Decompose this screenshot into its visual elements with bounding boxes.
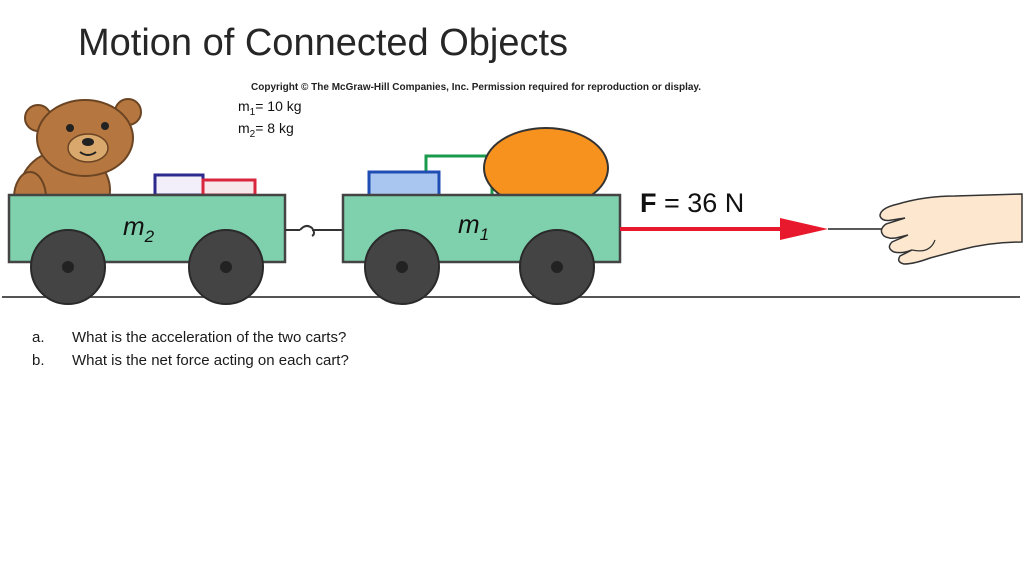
- wheel: [364, 229, 440, 305]
- left-box-red: [201, 178, 257, 197]
- mass-m2-symbol: m: [238, 120, 250, 136]
- right-box-blue: [367, 170, 441, 198]
- mass-m1-symbol: m: [238, 98, 250, 114]
- mass-m1-value: = 10 kg: [255, 98, 302, 114]
- hand-icon: [879, 193, 1023, 265]
- mass-m2-subscript: 2: [249, 128, 256, 140]
- question-letter: b.: [32, 352, 45, 369]
- mass-m1-label: m1= 10 kg: [238, 98, 302, 118]
- connected-carts-figure: m2 m1 F = 36 N: [2, 98, 1023, 305]
- question-text: What is the acceleration of the two cart…: [72, 329, 347, 346]
- wheel: [519, 229, 595, 305]
- cart-m2-label: m2: [123, 211, 155, 246]
- wheel: [188, 229, 264, 305]
- mass-m1-subscript: 1: [249, 106, 256, 118]
- cart-coupler: [285, 224, 343, 237]
- question-list: a. What is the acceleration of the two c…: [32, 326, 349, 372]
- mass-m2-label: m2= 8 kg: [238, 120, 294, 140]
- mass-m2-value: = 8 kg: [255, 120, 294, 136]
- cart-m1-label: m1: [458, 209, 489, 244]
- force-arrow: [620, 218, 828, 240]
- question-letter: a.: [32, 329, 45, 346]
- force-label: F = 36 N: [640, 188, 744, 218]
- list-item: b. What is the net force acting on each …: [32, 349, 349, 372]
- list-item: a. What is the acceleration of the two c…: [32, 326, 349, 349]
- left-box-purple: [153, 173, 205, 197]
- copyright-notice: Copyright © The McGraw-Hill Companies, I…: [251, 82, 702, 93]
- wheel: [30, 229, 106, 305]
- question-text: What is the net force acting on each car…: [72, 352, 349, 369]
- slide-title: Motion of Connected Objects: [78, 22, 569, 64]
